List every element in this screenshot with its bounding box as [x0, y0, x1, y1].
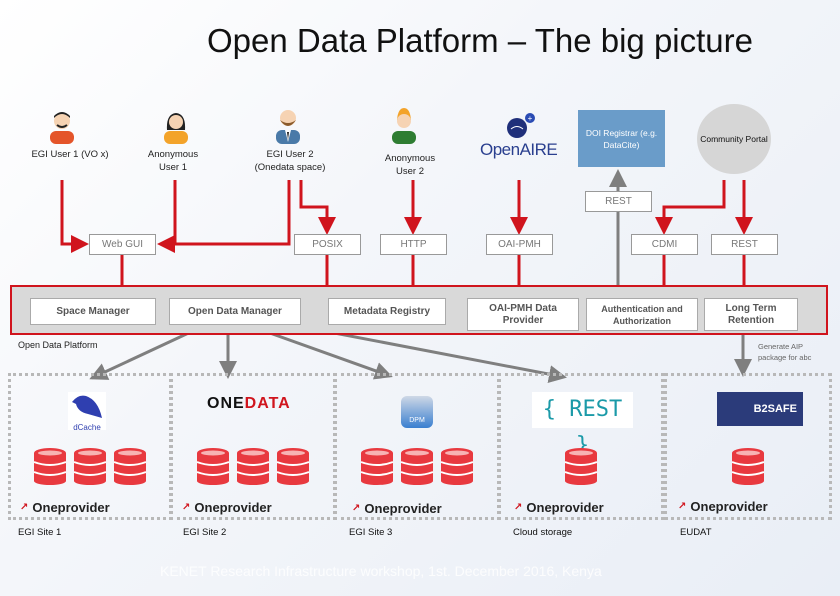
dcache-label: dCache [73, 423, 101, 432]
component-oai-pmh-provider[interactable]: OAI-PMH Data Provider [467, 298, 579, 331]
user-anonymous-2[interactable] [390, 108, 418, 149]
oneprovider-label: Oneprovider [526, 500, 604, 515]
openaire-icon: + [507, 113, 535, 138]
component-long-term-retention[interactable]: Long Term Retention [704, 298, 798, 331]
user-label-line2: User 1 [159, 162, 187, 173]
component-authn-authz[interactable]: Authentication and Authorization [586, 298, 698, 331]
database-icon [360, 447, 394, 490]
user-anonymous-1[interactable] [162, 110, 190, 149]
user-label-line1: Anonymous [147, 149, 199, 160]
protocol-http[interactable]: HTTP [380, 234, 447, 255]
oneprovider-label: Oneprovider [364, 501, 442, 516]
oneprovider-icon: ↗ [514, 502, 523, 513]
user-male-orange-icon [50, 112, 74, 144]
database-icon [564, 447, 598, 490]
component-space-manager[interactable]: Space Manager [30, 298, 156, 325]
oneprovider-label: Oneprovider [690, 499, 768, 514]
oneprovider-site3: ↗Oneprovider [352, 501, 442, 516]
database-icon [236, 447, 270, 490]
oneprovider-eudat: ↗Oneprovider [678, 499, 768, 514]
site-label: Cloud storage [513, 527, 573, 538]
doi-registrar-box[interactable]: DOI Registrar (e.g. DataCite) [578, 110, 665, 167]
user-bearded-blue-icon [276, 110, 300, 144]
user-egi-user-2[interactable] [274, 108, 302, 149]
database-icon [33, 447, 67, 490]
database-icon [440, 447, 474, 490]
database-icon [196, 447, 230, 490]
user-label-line2: User 2 [396, 166, 424, 177]
oneprovider-label: Oneprovider [32, 500, 110, 515]
component-open-data-manager[interactable]: Open Data Manager [169, 298, 301, 325]
line-user1-webgui [60, 180, 89, 253]
database-icon [731, 447, 765, 490]
user-egi-user-1[interactable] [48, 110, 76, 149]
oneprovider-site2: ↗Oneprovider [182, 500, 272, 515]
oneprovider-label: Oneprovider [194, 500, 272, 515]
site-label: EUDAT [680, 527, 712, 538]
oneprovider-icon: ↗ [678, 501, 687, 512]
oneprovider-cloud: ↗Oneprovider [514, 500, 604, 515]
user-female-yellow-icon [164, 113, 188, 144]
openaire-label: OpenAIRE [480, 140, 558, 159]
site-label: EGI Site 3 [349, 527, 393, 538]
community-portal-circle[interactable]: Community Portal [697, 104, 771, 174]
page-title: Open Data Platform – The big picture [206, 22, 753, 59]
user-label: EGI User 2 (Onedata space) [240, 148, 340, 174]
user-label-line1: Anonymous [384, 153, 436, 164]
protocol-rest[interactable]: REST [711, 234, 778, 255]
protocol-web-gui[interactable]: Web GUI [89, 234, 156, 255]
rest-logo: { REST } [532, 392, 633, 458]
protocol-posix[interactable]: POSIX [294, 234, 361, 255]
database-icon [113, 447, 147, 490]
database-icon [276, 447, 310, 490]
line-user2-posix [299, 180, 336, 235]
openaire-logo[interactable]: + OpenAIRE [480, 112, 558, 160]
svg-text:+: + [528, 114, 533, 123]
onedata-logo: ONEDATA [207, 395, 291, 412]
dcache-bird-icon [72, 395, 102, 418]
oneprovider-icon: ↗ [20, 502, 29, 513]
oneprovider-site1: ↗Oneprovider [20, 500, 110, 515]
platform-label: Open Data Platform [18, 340, 98, 350]
line-user2-webgui [157, 180, 291, 253]
aip-note: Generate AIP package for abc [758, 342, 812, 362]
database-icon [73, 447, 107, 490]
user-label-line2: (Onedata space) [254, 162, 326, 173]
user-label-line1: EGI User 2 [266, 149, 314, 160]
line-portal-cdmi [655, 180, 726, 235]
site-cloud[interactable] [498, 373, 664, 520]
site-label: EGI Site 2 [183, 527, 227, 538]
oneprovider-icon: ↗ [182, 502, 191, 513]
protocol-rest-doi[interactable]: REST [585, 191, 652, 212]
protocol-oai-pmh[interactable]: OAI-PMH [486, 234, 553, 255]
dpm-logo: DPM [401, 396, 433, 428]
database-icon [400, 447, 434, 490]
b2safe-logo: B2SAFE [717, 392, 803, 426]
site-eudat[interactable] [664, 373, 832, 520]
component-metadata-registry[interactable]: Metadata Registry [328, 298, 446, 325]
site-label: EGI Site 1 [18, 527, 62, 538]
user-label: EGI User 1 (VO x) [31, 149, 109, 160]
user-green-icon [392, 108, 416, 144]
protocol-cdmi[interactable]: CDMI [631, 234, 698, 255]
dcache-logo: dCache [68, 392, 106, 432]
footer-text: KENET Research Infrastructure workshop, … [160, 563, 602, 579]
oneprovider-icon: ↗ [352, 503, 361, 514]
